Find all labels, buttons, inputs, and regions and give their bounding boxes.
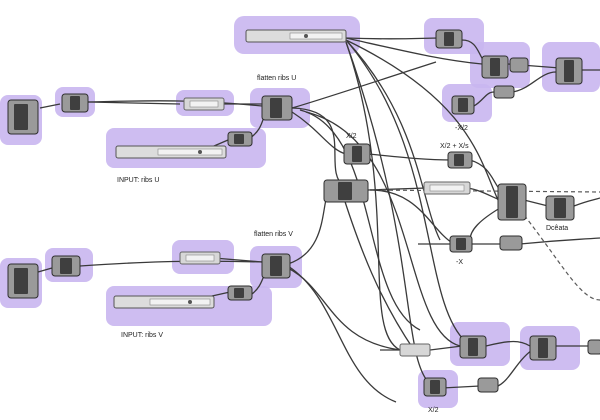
component-bottom-x-half-b[interactable] xyxy=(477,377,499,393)
panel-flatten-v[interactable] xyxy=(179,251,221,265)
component-flatten-u[interactable] xyxy=(261,95,293,121)
component-flatten-v[interactable] xyxy=(261,253,291,279)
wires xyxy=(37,37,600,403)
component-dots[interactable] xyxy=(545,195,575,221)
component-left-bottom-a[interactable] xyxy=(7,263,39,299)
component-bottom-mid[interactable] xyxy=(459,335,487,359)
component-bottom-x-half[interactable] xyxy=(423,377,447,397)
component-left-top-b[interactable] xyxy=(61,93,89,113)
label-flatten-ribs-u: flatten ribs U xyxy=(257,75,296,82)
label-input-ribs-u: INPUT: ribs U xyxy=(117,177,159,184)
label-x-half-plus-x2: X/2 + X/s xyxy=(440,143,469,150)
panel-bottom[interactable] xyxy=(399,343,431,357)
component-x-half-plus[interactable] xyxy=(447,151,473,169)
component-x-half[interactable] xyxy=(343,143,371,165)
panel-mid[interactable] xyxy=(423,181,471,195)
component-far-right[interactable] xyxy=(555,57,583,85)
slider-top[interactable] xyxy=(245,29,347,43)
component-neg-x-b[interactable] xyxy=(499,235,523,251)
component-u-small[interactable] xyxy=(227,131,253,147)
component-neg-x-half[interactable] xyxy=(451,95,475,115)
component-v-small[interactable] xyxy=(227,285,253,301)
slider-input-v[interactable] xyxy=(113,295,215,309)
label-input-ribs-v: INPUT: ribs V xyxy=(121,332,163,339)
component-top-right-a[interactable] xyxy=(435,29,463,49)
component-top-right-b[interactable] xyxy=(481,55,509,79)
component-mid-main[interactable] xyxy=(497,183,527,221)
component-mid-left[interactable] xyxy=(323,179,369,203)
label-x-half: X/2 xyxy=(346,133,357,140)
label-neg-x-half: -X/2 xyxy=(455,125,468,132)
label-dots: Dcêata xyxy=(546,225,568,232)
component-neg-x-half-b[interactable] xyxy=(493,85,515,99)
component-left-top-a[interactable] xyxy=(7,99,39,135)
component-bottom-right[interactable] xyxy=(529,335,557,361)
component-bottom-edge[interactable] xyxy=(587,339,600,355)
label-x-half-bottom: X/2 xyxy=(428,407,439,414)
component-left-bottom-b[interactable] xyxy=(51,255,81,277)
component-neg-x[interactable] xyxy=(449,235,473,253)
slider-input-u[interactable] xyxy=(115,145,227,159)
label-flatten-ribs-v: flatten ribs V xyxy=(254,231,293,238)
panel-flatten-u[interactable] xyxy=(183,97,225,111)
label-neg-x: -X xyxy=(456,259,463,266)
component-top-right-c[interactable] xyxy=(509,57,529,73)
